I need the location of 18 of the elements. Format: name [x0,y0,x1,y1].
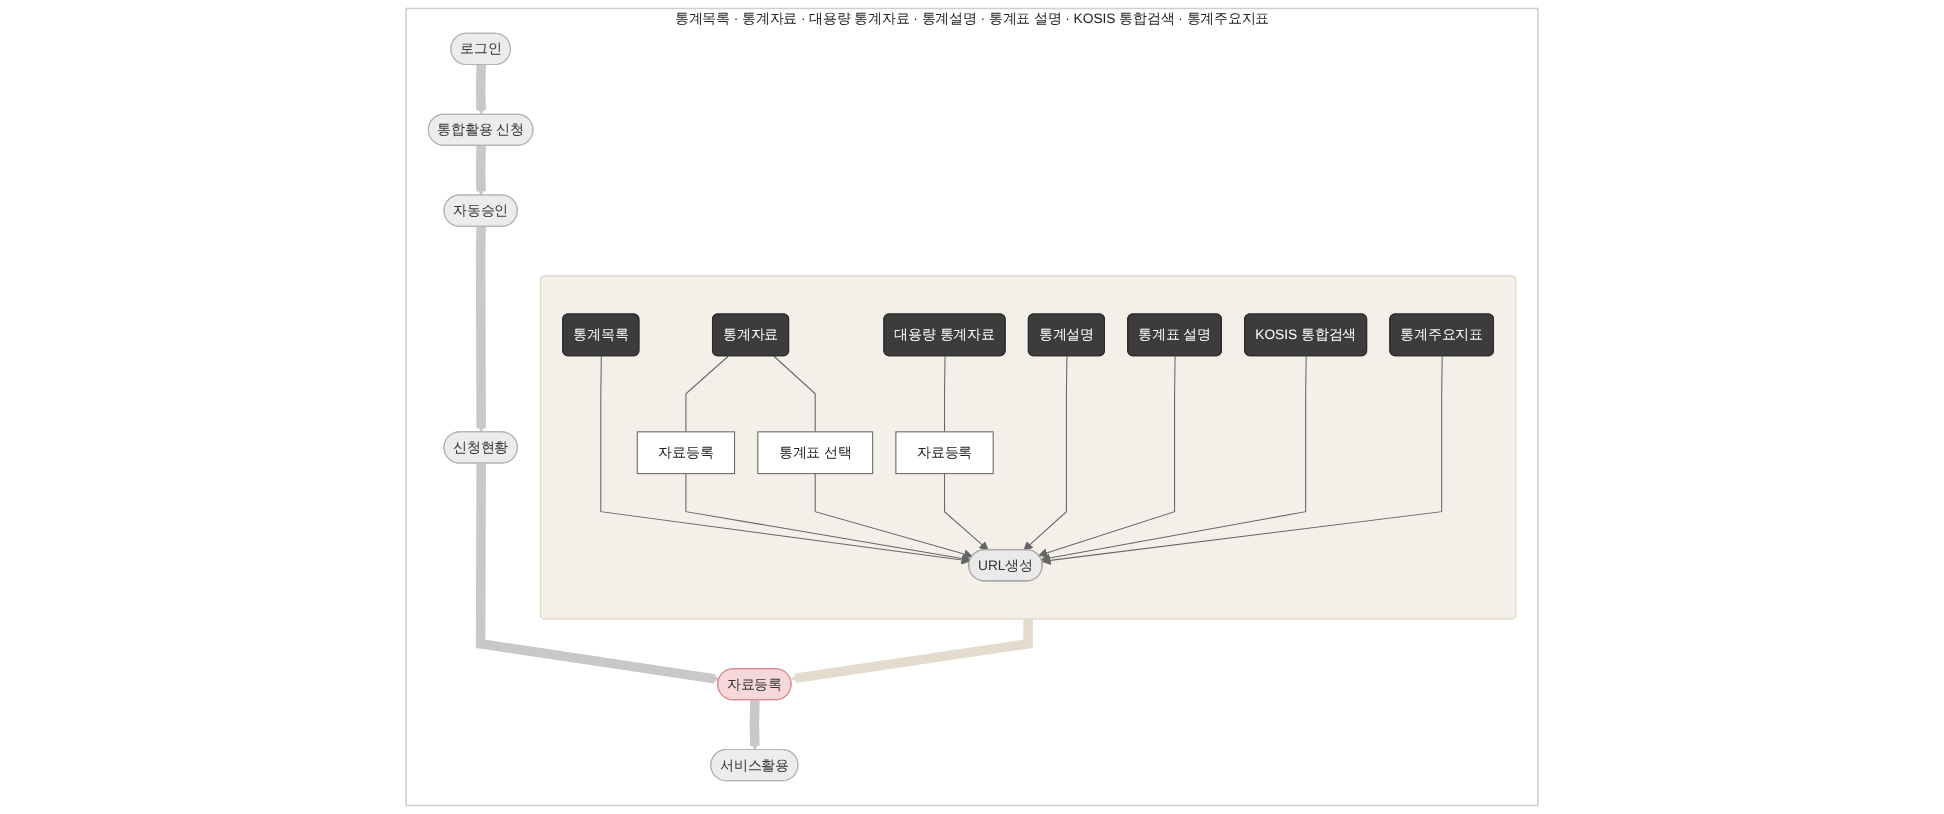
arrow [475,64,486,116]
arrow [749,700,760,751]
arrow [814,473,973,559]
connector [944,355,946,433]
arrow [475,463,720,684]
arrow [790,618,1033,683]
arrow [1038,355,1176,558]
arrow [944,473,989,551]
arrow [600,355,971,565]
connector [685,355,729,433]
arrow [1023,355,1068,551]
arrow [475,145,486,196]
arrow [1041,355,1443,565]
arrow [475,226,486,433]
arrow [685,473,971,564]
connector [773,355,816,433]
cluster [539,275,1517,620]
arrow [1040,355,1307,563]
